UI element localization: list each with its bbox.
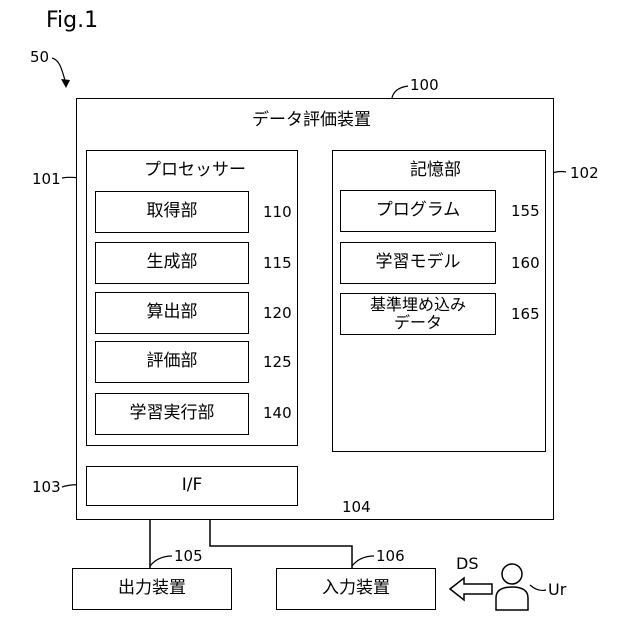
- calculation-unit: 算出部: [95, 292, 249, 334]
- system-ref: 50: [30, 50, 49, 65]
- processor-title: プロセッサー: [144, 162, 246, 179]
- reference-embedding-data-item: 基準埋め込み データ: [340, 293, 496, 335]
- unit-ref-125: 125: [263, 355, 292, 370]
- output-device-ref: 105: [174, 549, 203, 564]
- processor-ref: 101: [32, 172, 61, 187]
- program-item: プログラム: [340, 190, 496, 232]
- bus-ref: 104: [342, 500, 371, 515]
- generation-unit: 生成部: [95, 242, 249, 284]
- storage-ref: 102: [570, 166, 599, 181]
- storage-title: 記憶部: [410, 162, 461, 179]
- dataset-label: DS: [456, 556, 478, 572]
- interface-box: I/F: [86, 466, 298, 506]
- output-device: 出力装置: [72, 568, 232, 610]
- storage-ref-160: 160: [511, 256, 540, 271]
- acquisition-unit: 取得部: [95, 191, 249, 233]
- storage-ref-155: 155: [511, 204, 540, 219]
- input-device: 入力装置: [276, 568, 436, 610]
- user-icon: [492, 560, 532, 612]
- learning-execution-unit: 学習実行部: [95, 393, 249, 435]
- dataset-arrow-icon: [448, 576, 494, 602]
- input-device-ref: 106: [376, 549, 405, 564]
- unit-ref-140: 140: [263, 406, 292, 421]
- device-title: データ評価装置: [252, 112, 371, 129]
- figure-label: Fig.1: [46, 10, 98, 32]
- unit-ref-120: 120: [263, 306, 292, 321]
- evaluation-unit: 評価部: [95, 341, 249, 383]
- learning-model-item: 学習モデル: [340, 242, 496, 284]
- device-ref: 100: [410, 78, 439, 93]
- storage-ref-165: 165: [511, 307, 540, 322]
- unit-ref-110: 110: [263, 205, 292, 220]
- unit-ref-115: 115: [263, 256, 292, 271]
- user-label: Ur: [548, 582, 566, 598]
- interface-ref: 103: [32, 480, 61, 495]
